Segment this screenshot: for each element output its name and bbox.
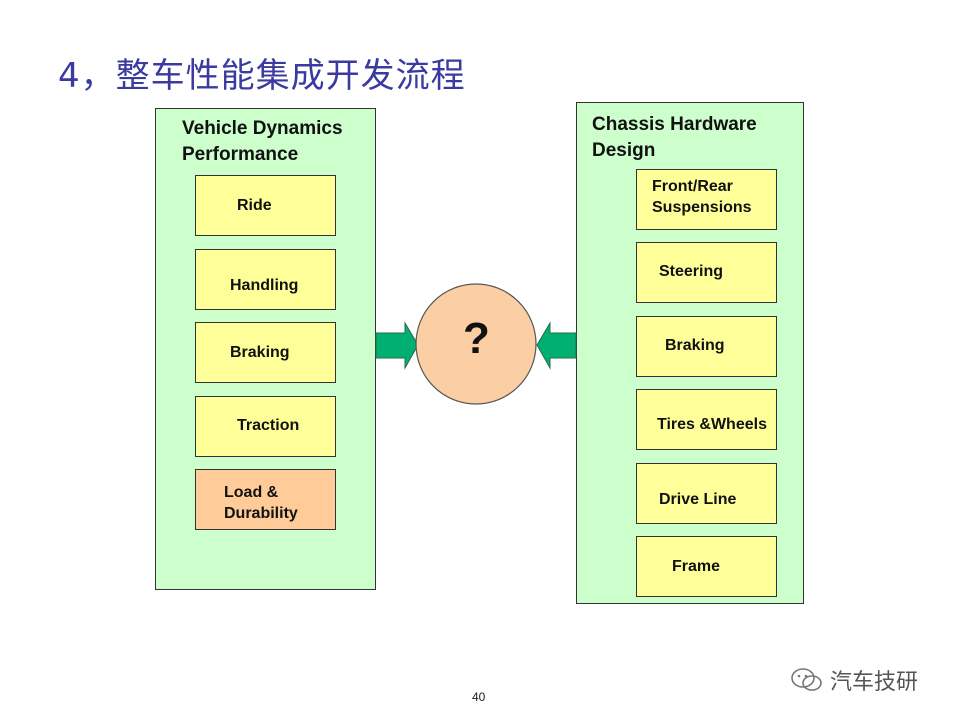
page-number: 40 <box>472 690 486 704</box>
vehicle-dynamics-title: Vehicle Dynamics Performance <box>182 118 343 165</box>
drive-line-label: Drive Line <box>659 491 737 508</box>
wechat-icon <box>791 668 822 691</box>
suspensions-box: Front/Rear Suspensions <box>636 169 777 230</box>
right-arrow <box>536 321 577 370</box>
steering-label: Steering <box>659 263 724 280</box>
handling-label: Handling <box>230 277 299 294</box>
tires-wheels-box: Tires &Wheels <box>636 389 777 450</box>
frame-label: Frame <box>672 558 721 575</box>
question-mark: ? <box>463 314 490 363</box>
traction-label: Traction <box>237 417 300 434</box>
suspensions-label: Front/Rear Suspensions <box>652 178 752 216</box>
center-circle <box>415 283 537 405</box>
ride-label: Ride <box>237 197 272 214</box>
steering-box: Steering <box>636 242 777 303</box>
traction-box: Traction <box>195 396 336 457</box>
left-arrow <box>375 321 419 370</box>
chassis-hardware-title: Chassis Hardware Design <box>592 114 757 161</box>
tires-wheels-label: Tires &Wheels <box>657 416 767 433</box>
braking-box-left: Braking <box>195 322 336 383</box>
load-durability-box: Load & Durability <box>195 469 336 530</box>
braking-label-left: Braking <box>230 344 290 361</box>
drive-line-box: Drive Line <box>636 463 777 524</box>
braking-label-right: Braking <box>665 337 725 354</box>
load-durability-label: Load & Durability <box>224 484 298 522</box>
watermark-text: 汽车技研 <box>830 670 919 695</box>
frame-box: Frame <box>636 536 777 597</box>
braking-box-right: Braking <box>636 316 777 377</box>
ride-box: Ride <box>195 175 336 236</box>
slide-title: 4，整车性能集成开发流程 <box>58 56 466 96</box>
handling-box: Handling <box>195 249 336 310</box>
